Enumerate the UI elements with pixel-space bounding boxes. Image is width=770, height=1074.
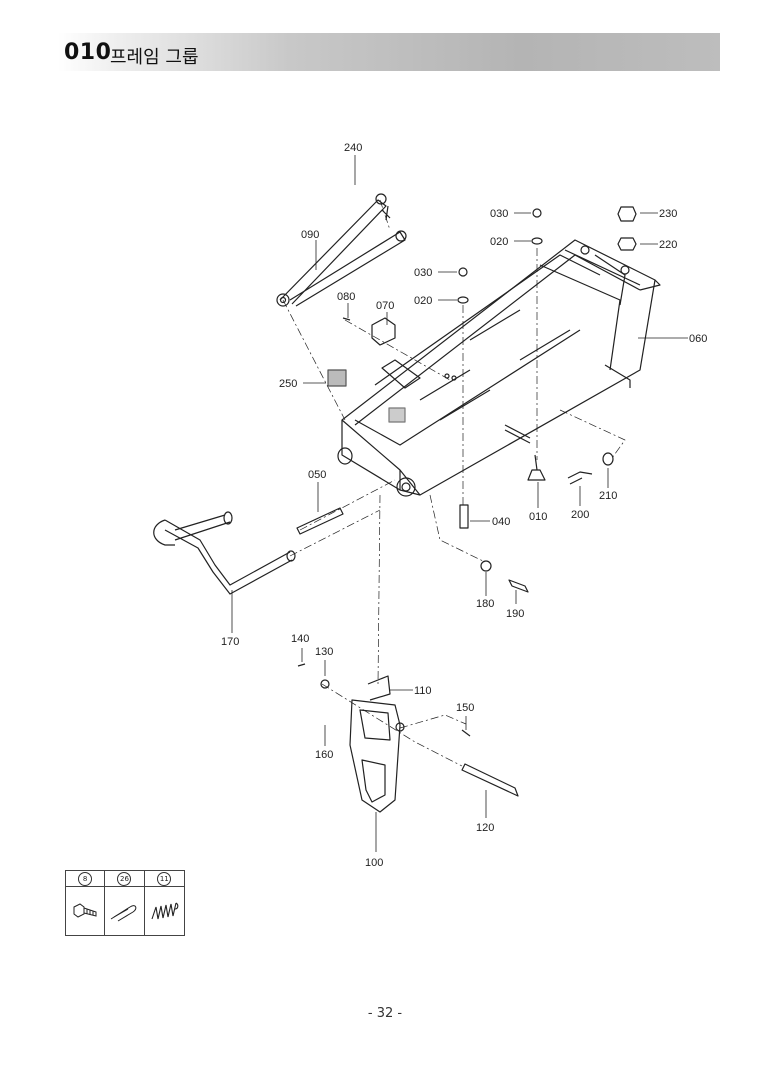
group-title: 프레임 그룹 [110, 47, 199, 68]
legend-header-3: 11 [144, 871, 184, 887]
callout-240: 240 [344, 142, 362, 154]
callout-250: 250 [279, 378, 297, 390]
assembly-lines [282, 199, 626, 767]
legend-cell-bolt [66, 887, 106, 935]
callout-180: 180 [476, 598, 494, 610]
legend-header-2: 26 [105, 871, 145, 887]
callout-190: 190 [506, 608, 524, 620]
callout-060: 060 [689, 333, 707, 345]
tool-legend: 8 26 11 [65, 870, 185, 936]
bolt-icon [73, 903, 97, 918]
callout-150: 150 [456, 702, 474, 714]
legend-cell-pin [105, 887, 145, 935]
spring-icon [151, 902, 179, 920]
group-code: 010 [64, 40, 112, 65]
frame-part-060 [337, 239, 661, 497]
callout-140: 140 [291, 633, 309, 645]
callout-160: 160 [315, 749, 333, 761]
callout-030-upper: 030 [490, 208, 508, 220]
callout-230: 230 [659, 208, 677, 220]
callout-020-upper: 020 [490, 236, 508, 248]
callout-220: 220 [659, 239, 677, 251]
callout-100: 100 [365, 857, 383, 869]
link-part-090 [276, 193, 407, 307]
fastener-parts [296, 206, 637, 593]
callout-020-lower: 020 [414, 295, 432, 307]
callout-110: 110 [414, 685, 432, 697]
cotter-pin-icon [111, 905, 137, 922]
legend-code-3: 11 [157, 871, 172, 886]
callout-010: 010 [529, 511, 547, 523]
handle-part-170 [153, 511, 296, 595]
callout-170: 170 [221, 636, 239, 648]
legend-header-1: 8 [66, 871, 106, 887]
legend-code-1: 8 [78, 871, 93, 886]
callout-070: 070 [376, 300, 394, 312]
legend-cell-spring [145, 887, 184, 935]
callout-050: 050 [308, 469, 326, 481]
callout-030-lower: 030 [414, 267, 432, 279]
legend-code-2: 26 [117, 871, 132, 886]
callout-090: 090 [301, 229, 319, 241]
callout-200: 200 [571, 509, 589, 521]
page-number: - 32 - [367, 1006, 403, 1021]
callout-080: 080 [337, 291, 355, 303]
leader-lines [231, 155, 688, 852]
callout-040: 040 [492, 516, 510, 528]
callout-130: 130 [315, 646, 333, 658]
callout-120: 120 [476, 822, 494, 834]
header-bar [58, 33, 720, 71]
pedal-part-100 [297, 663, 519, 813]
callout-210: 210 [599, 490, 617, 502]
